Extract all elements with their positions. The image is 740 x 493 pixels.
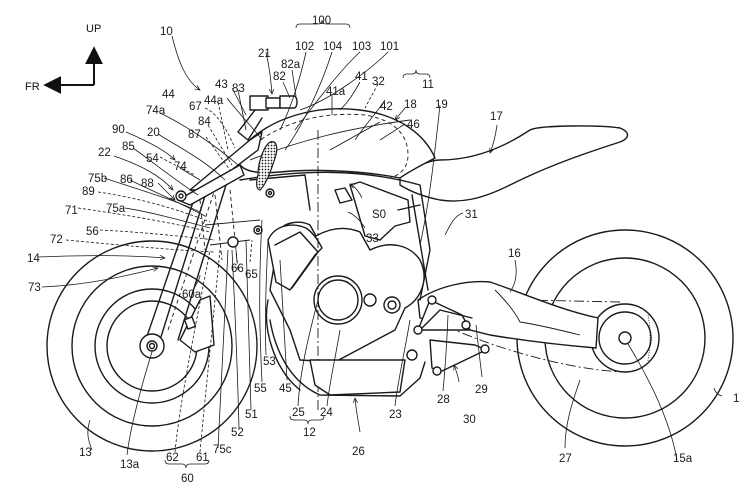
fuel-tank — [239, 108, 436, 179]
intake-mesh — [256, 141, 278, 191]
label-52: 52 — [231, 427, 244, 439]
exhaust-pipe — [269, 319, 426, 397]
label-75c: 75c — [213, 444, 232, 456]
label-60a: 60a — [182, 289, 202, 301]
label-61: 61 — [196, 452, 209, 464]
label-28: 28 — [437, 394, 450, 406]
label-17: 17 — [490, 111, 503, 123]
label-15a: 15a — [673, 453, 693, 465]
label-82a: 82a — [281, 59, 301, 71]
label-45: 45 — [279, 383, 292, 395]
label-19: 19 — [435, 99, 448, 111]
label-44a: 44a — [204, 95, 224, 107]
label-29: 29 — [475, 384, 488, 396]
label-74a: 74a — [146, 105, 166, 117]
label-71: 71 — [65, 205, 78, 217]
label-51: 51 — [245, 409, 258, 421]
headlight-cowl — [175, 131, 278, 271]
label-102: 102 — [295, 41, 314, 53]
label-33: 33 — [366, 233, 379, 245]
label-13: 13 — [79, 447, 92, 459]
label-75a: 75a — [106, 203, 126, 215]
orientation-indicator: UP FR — [25, 23, 103, 94]
undercowl — [309, 359, 406, 396]
label-55: 55 — [254, 383, 267, 395]
label-44: 44 — [162, 89, 175, 101]
label-15: 1 — [733, 393, 739, 405]
leader-lines — [37, 19, 723, 469]
label-30: 30 — [463, 414, 476, 426]
label-41: 41 — [355, 71, 368, 83]
label-14: 14 — [27, 253, 40, 265]
label-88: 88 — [141, 178, 154, 190]
rear-linkage — [406, 295, 490, 376]
label-23: 23 — [389, 409, 402, 421]
label-13a: 13a — [120, 459, 140, 471]
label-72: 72 — [50, 234, 63, 246]
label-54: 54 — [146, 153, 159, 165]
label-24: 24 — [320, 407, 333, 419]
seat — [399, 125, 629, 202]
label-21: 21 — [258, 48, 271, 60]
label-89: 89 — [82, 186, 95, 198]
label-90: 90 — [112, 124, 125, 136]
label-103: 103 — [352, 41, 371, 53]
label-32: 32 — [372, 76, 385, 88]
label-84: 84 — [198, 116, 211, 128]
label-65: 65 — [245, 269, 258, 281]
reference-labels: 10 100 102 104 103 101 21 82a 82 43 83 4… — [27, 15, 739, 485]
label-41a: 41a — [326, 86, 346, 98]
label-85: 85 — [122, 141, 135, 153]
label-26: 26 — [352, 446, 365, 458]
label-20: 20 — [147, 127, 160, 139]
label-75b: 75b — [88, 173, 107, 185]
front-fork — [139, 179, 227, 359]
label-56: 56 — [86, 226, 99, 238]
label-16: 16 — [508, 248, 521, 260]
label-100: 100 — [312, 15, 331, 27]
label-73: 73 — [28, 282, 41, 294]
label-66: 66 — [231, 263, 244, 275]
label-25: 25 — [292, 407, 305, 419]
label-31: 31 — [465, 209, 478, 221]
label-60: 60 — [181, 473, 194, 485]
label-101: 101 — [380, 41, 399, 53]
front-label: FR — [25, 81, 40, 93]
label-22: 22 — [98, 147, 111, 159]
label-27: 27 — [559, 453, 572, 465]
label-S0: S0 — [372, 209, 386, 221]
label-62: 62 — [166, 452, 179, 464]
label-53: 53 — [263, 356, 276, 368]
label-11: 11 — [422, 79, 434, 91]
label-82: 82 — [273, 71, 286, 83]
label-86: 86 — [120, 174, 133, 186]
up-label: UP — [86, 23, 101, 35]
label-87: 87 — [188, 129, 201, 141]
label-18: 18 — [404, 99, 417, 111]
label-10: 10 — [160, 26, 173, 38]
label-43: 43 — [215, 79, 228, 91]
label-74: 74 — [174, 161, 187, 173]
label-42: 42 — [380, 101, 393, 113]
engine — [267, 130, 425, 410]
label-12: 12 — [303, 427, 316, 439]
label-46: 46 — [407, 119, 420, 131]
label-83: 83 — [232, 83, 245, 95]
label-104: 104 — [323, 41, 343, 53]
label-67: 67 — [189, 101, 202, 113]
